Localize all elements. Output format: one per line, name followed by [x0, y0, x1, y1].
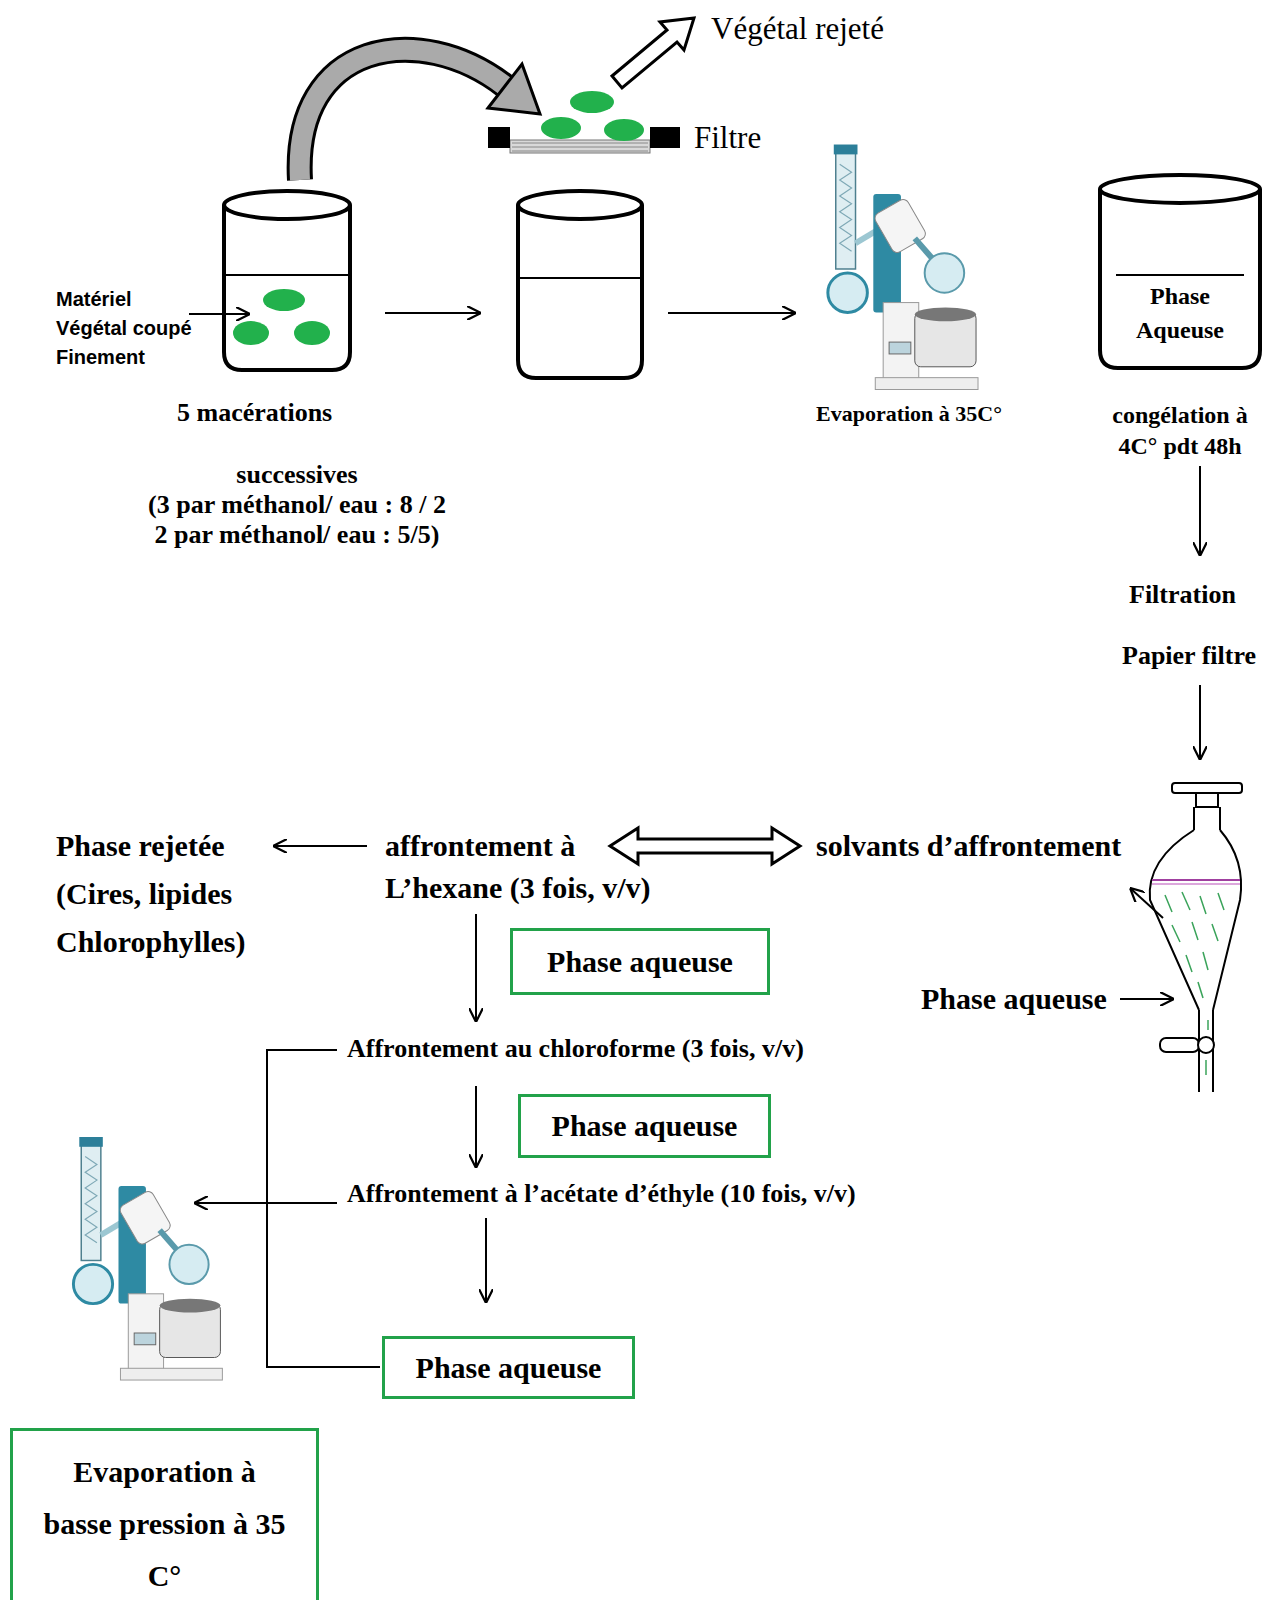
result-box: Phase aqueuse — [518, 1094, 771, 1158]
label-text: Phase aqueuse — [921, 978, 1107, 1020]
double-arrow — [610, 828, 800, 864]
flow-arrow — [273, 845, 367, 847]
label: Matériel Végétal coupé Finement — [56, 285, 201, 372]
pointer-arrow — [189, 313, 250, 315]
label-text: affrontement à L’hexane (3 fois, v/v) — [385, 825, 675, 909]
filter — [488, 91, 680, 153]
beaker — [518, 191, 642, 378]
flow-arrow — [1199, 466, 1201, 556]
label: Filtration — [1129, 580, 1236, 610]
label: Filtre — [694, 119, 761, 157]
label: affrontement à L’hexane (3 fois, v/v) — [385, 825, 675, 909]
node-text: Phase Aqueuse — [1111, 279, 1249, 347]
pointer-arrow — [1120, 998, 1174, 1000]
label-text: 5 macérations — [177, 398, 332, 428]
beaker-body — [1100, 189, 1260, 368]
beaker-rim — [1100, 175, 1260, 203]
label-text: Filtre — [694, 119, 761, 157]
result-box: Phase aqueuse — [510, 928, 770, 995]
phase-interface — [1152, 883, 1240, 885]
label: Phase rejetée (Cires, lipides Chlorophyl… — [56, 822, 261, 966]
flow-arrow — [385, 312, 481, 314]
flow-arrow — [475, 914, 477, 1022]
node-text-block: Evaporation à basse pression à 35 C° — [43, 1446, 286, 1600]
label-text: Affrontement à l’acétate d’éthyle (10 fo… — [347, 1179, 856, 1209]
phase-interface — [1152, 879, 1240, 881]
label: Affrontement au chloroforme (3 fois, v/v… — [347, 1034, 804, 1064]
transfer-arrow — [300, 50, 540, 180]
flow-arrow — [194, 1202, 337, 1204]
label: successives — [143, 460, 451, 490]
flow-arrow — [475, 1086, 477, 1168]
result-box: Phase aqueuse — [382, 1336, 635, 1399]
label: Phase aqueuse — [921, 978, 1107, 1020]
node-text-block: Phase aqueuse — [547, 942, 733, 982]
label: Evaporation à 35C° — [816, 400, 1002, 428]
label-text: Filtration — [1129, 580, 1236, 610]
label-text: Phase rejetée (Cires, lipides Chlorophyl… — [56, 822, 261, 966]
node-text-block: Phase aqueuse — [552, 1106, 738, 1146]
beaker — [224, 191, 350, 370]
rotary-evaporator — [73, 1137, 222, 1380]
bracket-line — [267, 1050, 380, 1367]
liquid-hatching — [1165, 892, 1224, 1075]
label-text: Matériel Végétal coupé Finement — [56, 285, 201, 372]
node-text-block: Phase aqueuse — [416, 1348, 602, 1388]
rotary-evaporator — [828, 145, 978, 390]
liquid-level — [1116, 274, 1244, 276]
hollow-arrow — [612, 18, 694, 88]
beaker-node: Phase Aqueuse — [1096, 173, 1264, 372]
pointer-arrow — [1130, 888, 1163, 918]
label-text: congélation à 4C° pdt 48h — [1105, 400, 1255, 462]
flow-arrow — [1199, 685, 1201, 760]
label-text: (3 par méthanol/ eau : 8 / 2 2 par métha… — [143, 490, 451, 550]
node-text: Phase aqueuse — [547, 942, 733, 982]
label: Papier filtre — [1122, 641, 1256, 671]
label: congélation à 4C° pdt 48h — [1105, 400, 1255, 462]
label: 5 macérations — [177, 398, 332, 428]
flow-arrow — [485, 1218, 487, 1303]
label: Végétal rejeté — [711, 10, 884, 48]
label-text: Végétal rejeté — [711, 10, 884, 48]
label-text: Affrontement au chloroforme (3 fois, v/v… — [347, 1034, 804, 1064]
label-text: solvants d’affrontement — [816, 825, 1121, 867]
separatory-funnel — [1150, 783, 1242, 1092]
label-text: Evaporation à 35C° — [816, 400, 1002, 428]
node-text-block: Phase Aqueuse — [1111, 279, 1249, 347]
label: solvants d’affrontement — [816, 825, 1121, 867]
label-text: successives — [143, 460, 451, 490]
flow-arrow — [668, 312, 796, 314]
label-text: Papier filtre — [1122, 641, 1256, 671]
node-text: Evaporation à basse pression à 35 C° — [43, 1446, 286, 1600]
label: Affrontement à l’acétate d’éthyle (10 fo… — [347, 1179, 856, 1209]
node-text: Phase aqueuse — [416, 1348, 602, 1388]
label: (3 par méthanol/ eau : 8 / 2 2 par métha… — [143, 490, 451, 550]
plant-pieces — [233, 289, 330, 345]
result-box: Evaporation à basse pression à 35 C° — [10, 1428, 319, 1600]
node-text: Phase aqueuse — [552, 1106, 738, 1146]
